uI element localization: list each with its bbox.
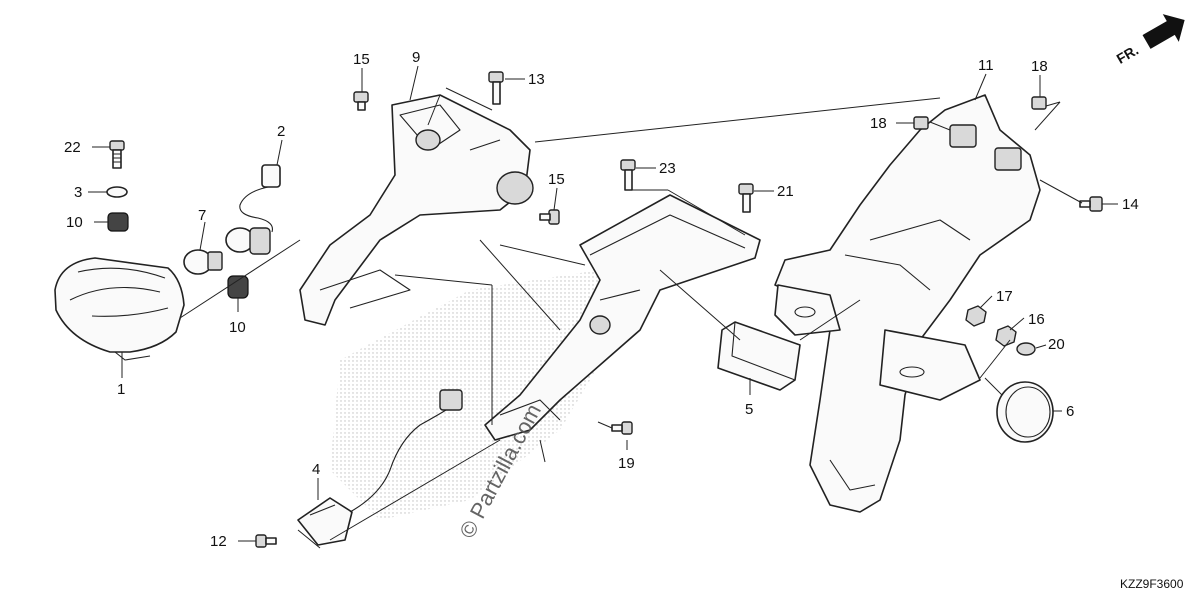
license-light-4[interactable] — [297, 389, 463, 546]
callout-10-upper: 10 — [66, 214, 83, 231]
callout-5: 5 — [745, 401, 753, 418]
callout-19: 19 — [618, 455, 635, 472]
callout-18-right: 18 — [1031, 58, 1048, 75]
reflector-5[interactable] — [717, 321, 801, 391]
clip-nut-18-a[interactable] — [913, 116, 929, 130]
bolt-14[interactable] — [1079, 196, 1103, 212]
callout-12: 12 — [210, 533, 227, 550]
rear-fender-stay[interactable] — [484, 194, 761, 441]
bolt-19[interactable] — [611, 421, 633, 435]
bolt-23[interactable] — [620, 159, 636, 191]
bulb-7[interactable] — [183, 249, 223, 275]
reflector-6[interactable] — [996, 381, 1054, 443]
callout-9: 9 — [412, 49, 420, 66]
callout-6: 6 — [1066, 403, 1074, 420]
rear-inner-fender-9[interactable] — [299, 94, 534, 326]
front-label: FR. — [1114, 42, 1142, 67]
callout-16: 16 — [1028, 311, 1045, 328]
screw-12[interactable] — [255, 534, 277, 548]
reference-lines — [179, 87, 1083, 549]
callout-3: 3 — [74, 184, 82, 201]
callout-15-lower: 15 — [548, 171, 565, 188]
callout-20: 20 — [1048, 336, 1065, 353]
shaded-area — [330, 270, 620, 520]
rear-fender-11[interactable] — [774, 94, 1041, 513]
grommet-10-lower[interactable] — [227, 275, 249, 299]
bolt-15-lower[interactable] — [539, 209, 560, 225]
callout-2: 2 — [277, 123, 285, 140]
callout-23: 23 — [659, 160, 676, 177]
callout-1: 1 — [117, 381, 125, 398]
callout-13: 13 — [528, 71, 545, 88]
callout-22: 22 — [64, 139, 81, 156]
bolt-13[interactable] — [488, 71, 504, 105]
washer-20[interactable] — [1016, 342, 1036, 356]
bolt-22[interactable] — [109, 140, 125, 169]
callout-labels: 1 2 3 4 5 6 7 9 10 10 11 12 13 14 15 15 — [64, 49, 1139, 550]
nut-16[interactable] — [995, 325, 1017, 347]
callout-14: 14 — [1122, 196, 1139, 213]
bolt-21[interactable] — [738, 183, 754, 213]
callout-7: 7 — [198, 207, 206, 224]
diagram-code: KZZ9F3600 — [1120, 577, 1184, 591]
callout-18-left: 18 — [870, 115, 887, 132]
callout-17: 17 — [996, 288, 1013, 305]
washer-3[interactable] — [106, 186, 128, 198]
callout-11: 11 — [978, 57, 994, 74]
callout-21: 21 — [777, 183, 794, 200]
bolt-15-upper[interactable] — [353, 91, 369, 111]
clip-nut-18-b[interactable] — [1031, 96, 1047, 110]
grommet-10-upper[interactable] — [107, 212, 129, 232]
taillight-assembly[interactable] — [54, 257, 185, 361]
nut-17[interactable] — [965, 305, 987, 327]
front-arrow-icon — [1142, 14, 1185, 49]
callout-10-lower: 10 — [229, 319, 246, 336]
front-direction-indicator: FR. — [1114, 14, 1185, 67]
socket-wire-2[interactable] — [225, 164, 281, 255]
callout-15-upper: 15 — [353, 51, 370, 68]
callout-4: 4 — [312, 461, 320, 478]
